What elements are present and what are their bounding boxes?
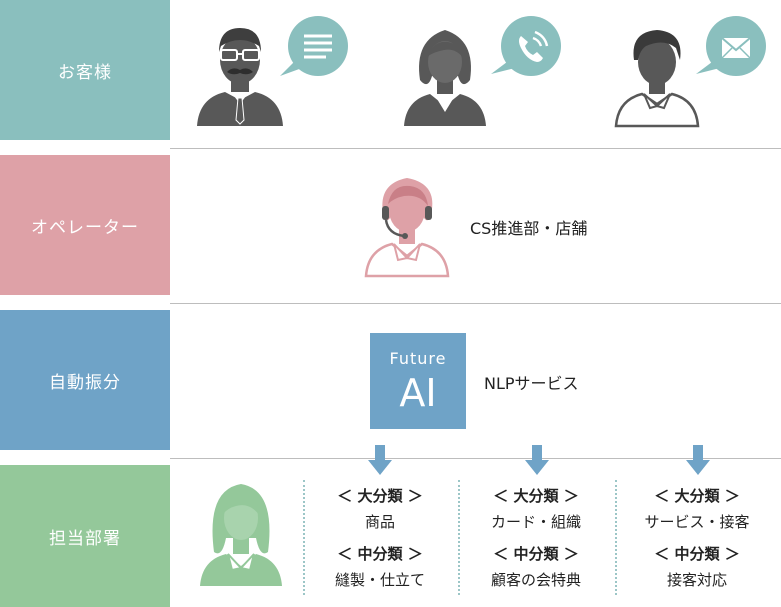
mid-category-value: 縫製・仕立て xyxy=(334,571,425,589)
major-category-label: ＜ 大分類 ＞ xyxy=(337,487,423,505)
arrow-down-icon xyxy=(525,445,549,475)
row-label-operator: オペレーター xyxy=(0,155,170,295)
major-category-label: ＜ 大分類 ＞ xyxy=(493,487,579,505)
major-category-value: サービス・接客 xyxy=(644,513,750,531)
mid-category-label: ＜ 中分類 ＞ xyxy=(337,545,423,563)
document-lines-icon xyxy=(280,16,348,76)
major-category-label: ＜ 大分類 ＞ xyxy=(654,487,740,505)
row-label-auto-routing: 自動振分 xyxy=(0,310,170,450)
category-column-1: ＜ 大分類 ＞ 商品 ＜ 中分類 ＞ 縫製・仕立て xyxy=(305,483,455,593)
phone-icon xyxy=(491,16,561,76)
operator-headset-icon xyxy=(364,178,450,278)
row-separator xyxy=(170,303,781,304)
businessman-avatar-icon xyxy=(197,28,283,126)
future-ai-box: Future AI xyxy=(370,333,466,429)
row-label-customer: お客様 xyxy=(0,0,170,140)
column-divider xyxy=(458,480,460,595)
young-man-avatar-icon xyxy=(614,30,700,128)
ai-box-line2: AI xyxy=(399,371,437,415)
arrow-down-icon xyxy=(686,445,710,475)
category-column-3: ＜ 大分類 ＞ サービス・接客 ＜ 中分類 ＞ 接客対応 xyxy=(622,483,772,593)
category-column-2: ＜ 大分類 ＞ カード・組織 ＜ 中分類 ＞ 顧客の会特典 xyxy=(461,483,611,593)
woman-avatar-icon xyxy=(404,30,486,126)
mid-category-value: 接客対応 xyxy=(666,571,727,589)
row-separator xyxy=(170,458,781,459)
mail-icon xyxy=(696,16,766,76)
row-separator xyxy=(170,148,781,149)
arrow-down-icon xyxy=(368,445,392,475)
ai-box-line1: Future xyxy=(389,349,447,368)
major-category-value: 商品 xyxy=(364,513,395,531)
major-category-value: カード・組織 xyxy=(490,513,581,531)
mid-category-value: 顧客の会特典 xyxy=(490,571,581,589)
operator-department-text: CS推進部・店舗 xyxy=(470,219,588,238)
woman-staff-icon xyxy=(200,484,282,586)
mid-category-label: ＜ 中分類 ＞ xyxy=(493,545,579,563)
column-divider xyxy=(615,480,617,595)
mid-category-label: ＜ 中分類 ＞ xyxy=(654,545,740,563)
column-divider xyxy=(303,480,305,595)
row-label-department: 担当部署 xyxy=(0,465,170,607)
nlp-service-text: NLPサービス xyxy=(484,374,579,393)
